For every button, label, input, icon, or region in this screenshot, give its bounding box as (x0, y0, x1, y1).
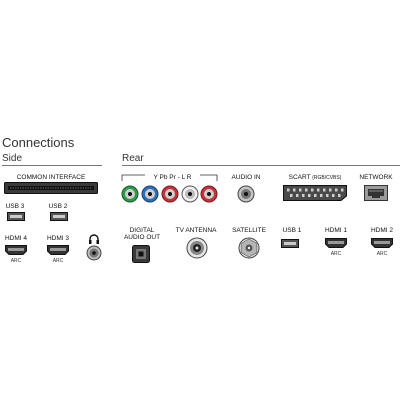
satellite-port-icon (238, 237, 260, 259)
scart-label-sub: (RGB/CVBS) (312, 175, 342, 181)
hdmi1-arc-label: ARC (330, 251, 342, 257)
side-divider (2, 165, 102, 166)
hdmi2-arc-label: ARC (376, 251, 388, 257)
network-port-icon (364, 185, 388, 201)
tv-antenna-port-icon (186, 237, 208, 259)
scart-port-icon (283, 185, 347, 201)
headphone-jack-icon (86, 245, 102, 261)
tv-antenna-label: TV ANTENNA (175, 227, 217, 234)
component-jack-y-icon (121, 185, 139, 203)
optical-port-icon (132, 245, 150, 263)
audio-in-jack-icon (237, 185, 255, 203)
hdmi2-port-icon (371, 238, 393, 248)
hdmi2-label: HDMI 2 (370, 227, 394, 234)
hdmi3-arc-label: ARC (52, 258, 64, 264)
digital-audio-out-label-line1: DIGITAL (129, 227, 155, 234)
usb3-label: USB 3 (5, 203, 25, 210)
usb1-port-icon (281, 239, 299, 248)
hdmi3-label: HDMI 3 (46, 235, 70, 242)
audio-jack-right-icon (200, 185, 218, 203)
common-interface-slot-icon (4, 182, 98, 194)
hdmi3-port-icon (47, 245, 69, 255)
usb2-label: USB 2 (48, 203, 68, 210)
network-label: NETWORK (359, 174, 393, 181)
hdmi1-port-icon (325, 238, 347, 248)
hdmi4-label: HDMI 4 (4, 235, 28, 242)
usb3-port-icon (7, 212, 25, 221)
satellite-label: SATELLITE (232, 227, 266, 234)
digital-audio-out-label: DIGITAL AUDIO OUT (120, 227, 164, 241)
usb2-port-icon (50, 212, 68, 221)
hdmi4-arc-label: ARC (10, 258, 22, 264)
scart-label: SCART (RGB/CVBS) (280, 174, 350, 182)
headphone-icon (88, 234, 100, 244)
common-interface-label: COMMON INTERFACE (16, 174, 86, 181)
component-jack-pr-icon (161, 185, 179, 203)
usb1-label: USB 1 (282, 227, 302, 234)
component-label: Y Pb Pr - L R (145, 174, 200, 181)
section-side: Side (2, 153, 23, 164)
rear-divider (122, 165, 400, 166)
hdmi1-label: HDMI 1 (324, 227, 348, 234)
section-rear: Rear (122, 153, 144, 164)
audio-jack-left-icon (181, 185, 199, 203)
digital-audio-out-label-line2: AUDIO OUT (123, 234, 161, 241)
page-title: Connections (2, 135, 75, 150)
audio-in-label: AUDIO IN (231, 174, 261, 181)
scart-label-main: SCART (288, 174, 311, 181)
component-jack-pb-icon (141, 185, 159, 203)
hdmi4-port-icon (5, 245, 27, 255)
